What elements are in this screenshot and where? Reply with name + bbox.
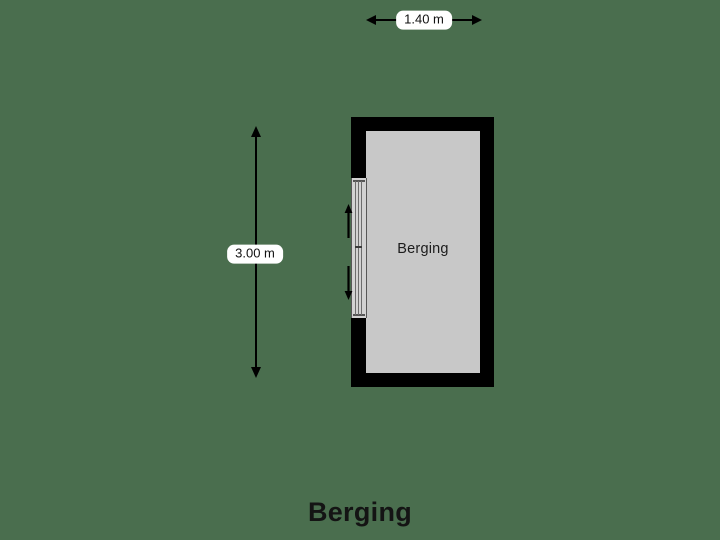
door-frame (351, 178, 367, 318)
dimension-height-label: 3.00 m (227, 244, 283, 264)
door-leaf-2 (358, 181, 359, 315)
dimension-width: 1.40 m (366, 10, 482, 30)
door-leaf-1 (355, 181, 356, 315)
room-berging[interactable]: Berging (351, 117, 494, 387)
door-track-top (353, 180, 365, 182)
door-handle (355, 246, 362, 248)
sliding-door[interactable] (351, 178, 367, 318)
slide-up-arrow-icon (344, 204, 353, 238)
dimension-width-label: 1.40 m (396, 10, 452, 30)
door-track-bottom (353, 314, 365, 316)
slide-down-arrow-icon (344, 266, 353, 300)
room-label: Berging (397, 241, 449, 257)
plan-title: Berging (307, 497, 413, 527)
room-floor (366, 131, 480, 373)
door-leaf-3 (361, 181, 362, 315)
